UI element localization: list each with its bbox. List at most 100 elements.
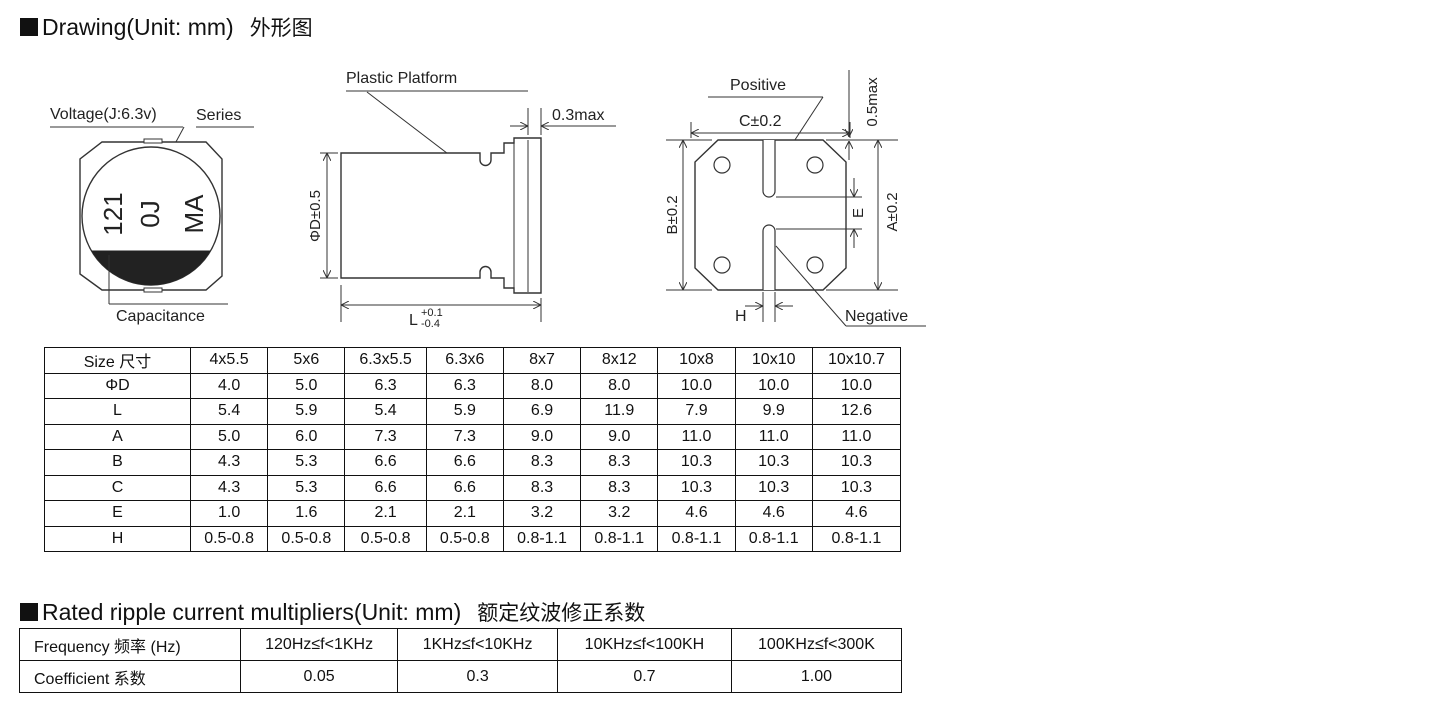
table-cell: 9.0 [580, 423, 659, 450]
length-tol-minus: -0.4 [421, 318, 440, 330]
coefficient-cell: 1.00 [730, 660, 903, 693]
table-cell: 0.8-1.1 [734, 525, 813, 552]
table-cell: 10.3 [811, 474, 902, 501]
table-cell: 2.1 [425, 500, 504, 527]
table-cell: 8.3 [502, 449, 582, 476]
table-cell: 5.9 [425, 398, 504, 425]
table-cell: 10.3 [811, 449, 902, 476]
table-cell: 12.6 [811, 398, 902, 425]
top-view: Voltage(J:6.3v) Series 121 0J MA Capacit… [50, 106, 254, 325]
capacitor-body-side [340, 137, 542, 294]
table-cell: 6.9 [502, 398, 582, 425]
size-column-header: 6.3x6 [425, 347, 504, 374]
table-cell: 6.6 [425, 449, 504, 476]
table-cell: 0.5-0.8 [267, 525, 346, 552]
table-cell: 4.3 [189, 449, 269, 476]
table-cell: 11.0 [657, 423, 736, 450]
table-cell: 11.9 [580, 398, 659, 425]
table-cell: 0.5-0.8 [189, 525, 269, 552]
bottom-view: Positive C±0.2 B±0.2 A±0.2 0.5max E [664, 70, 926, 327]
size-column-header: 10x10 [734, 347, 813, 374]
row-label-cell: H [44, 525, 191, 552]
frequency-cell: 120Hz≤f<1KHz [239, 628, 399, 661]
polarity-band [91, 250, 211, 286]
negative-terminal [762, 224, 776, 290]
table-cell: 5.4 [344, 398, 427, 425]
table-cell: 0.5-0.8 [425, 525, 504, 552]
size-column-header: 8x12 [580, 347, 659, 374]
base-plate [694, 139, 847, 291]
table-cell: 0.8-1.1 [580, 525, 659, 552]
length-symbol: L [409, 312, 418, 329]
frequency-cell: 100KHz≤f<300K [730, 628, 903, 661]
table-cell: 6.6 [344, 449, 427, 476]
series-label: Series [196, 107, 241, 124]
table-cell: 10.0 [734, 372, 813, 399]
table-cell: 0.8-1.1 [811, 525, 902, 552]
table-cell: 5.0 [267, 372, 346, 399]
table-cell: 4.0 [189, 372, 269, 399]
size-column-header: 10x10.7 [811, 347, 902, 374]
drawing-section-title-cn: 外形图 [249, 16, 313, 40]
table-cell: 10.3 [734, 449, 813, 476]
table-cell: 5.4 [189, 398, 269, 425]
table-cell: 8.0 [502, 372, 582, 399]
side-view: Plastic Platform 0.3max ΦD±0.5 L +0.1 -0… [307, 70, 616, 330]
platform-max-label: 0.3max [552, 107, 604, 124]
table-cell: 8.3 [502, 474, 582, 501]
table-cell: 4.6 [734, 500, 813, 527]
table-cell: 8.3 [580, 449, 659, 476]
table-cell: 0.8-1.1 [502, 525, 582, 552]
c-dimension-label: C±0.2 [739, 113, 782, 130]
b-dimension-label: B±0.2 [664, 195, 681, 234]
e-dimension-label: E [850, 208, 867, 218]
capacitance-label: Capacitance [116, 308, 205, 325]
ripple-section-heading: Rated ripple current multipliers(Unit: m… [20, 597, 645, 627]
row-label-cell: E [44, 500, 191, 527]
table-cell: 10.3 [734, 474, 813, 501]
size-column-header: 4x5.5 [189, 347, 269, 374]
size-column-header: 8x7 [502, 347, 582, 374]
table-cell: 5.9 [267, 398, 346, 425]
drawing-section-heading: Drawing(Unit: mm) 外形图 [20, 12, 313, 42]
frequency-label-cell: Frequency 频率 (Hz) [19, 628, 241, 661]
drawing-section-title: Drawing(Unit: mm) [42, 13, 234, 40]
table-cell: 10.3 [657, 474, 736, 501]
table-cell: 8.3 [580, 474, 659, 501]
size-column-header: 10x8 [657, 347, 736, 374]
h-dimension-label: H [735, 308, 747, 325]
negative-label: Negative [845, 308, 908, 325]
size-column-header: 5x6 [267, 347, 346, 374]
table-cell: 10.0 [657, 372, 736, 399]
row-label-cell: C [44, 474, 191, 501]
size-header-cell: Size 尺寸 [44, 347, 191, 374]
table-cell: 6.3 [344, 372, 427, 399]
table-cell: 11.0 [734, 423, 813, 450]
table-cell: 5.3 [267, 449, 346, 476]
table-cell: 3.2 [580, 500, 659, 527]
coefficient-cell: 0.7 [556, 660, 732, 693]
table-cell: 6.0 [267, 423, 346, 450]
marking-voltage: 0J [135, 200, 165, 227]
ripple-section-title: Rated ripple current multipliers(Unit: m… [42, 598, 462, 625]
coefficient-label-cell: Coefficient 系数 [19, 660, 241, 693]
square-bullet-icon [20, 18, 38, 36]
row-label-cell: L [44, 398, 191, 425]
table-cell: 4.6 [811, 500, 902, 527]
table-cell: 11.0 [811, 423, 902, 450]
table-cell: 8.0 [580, 372, 659, 399]
diameter-label: ΦD±0.5 [307, 190, 324, 242]
marking-capacitance: 121 [98, 192, 128, 235]
table-cell: 2.1 [344, 500, 427, 527]
frequency-cell: 1KHz≤f<10KHz [397, 628, 558, 661]
